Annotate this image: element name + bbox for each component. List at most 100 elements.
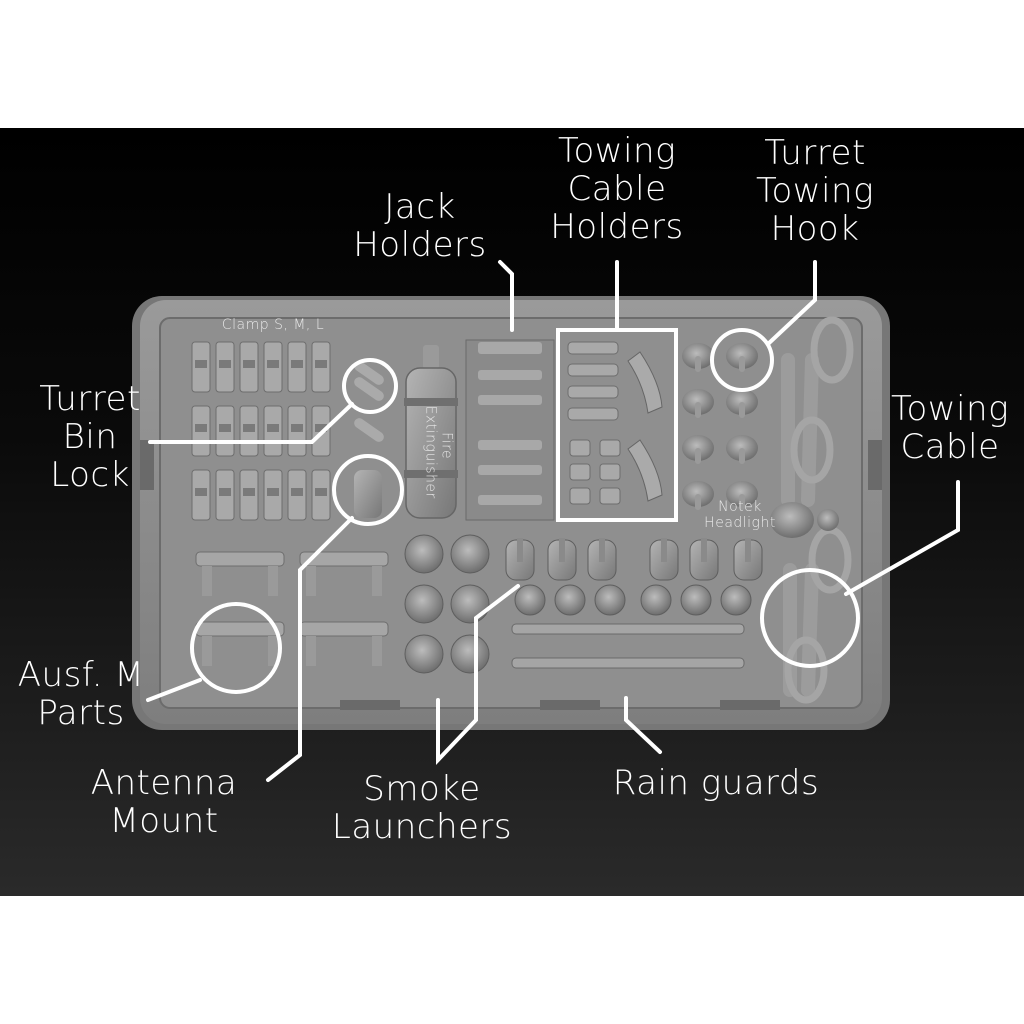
hook-part-stem — [695, 356, 701, 372]
clamp-part-detail — [195, 488, 207, 496]
cable-holder-part — [569, 463, 591, 481]
clamp-part-detail — [267, 360, 279, 368]
hook-part-stem — [739, 356, 745, 372]
cable-holder-part — [599, 487, 621, 505]
ausf-leader — [146, 678, 202, 702]
clamp-part-detail — [315, 360, 327, 368]
cable-holder-part — [569, 487, 591, 505]
bracket-leg — [372, 636, 382, 666]
clamp-part-detail — [267, 488, 279, 496]
smoke-launcher-cup — [450, 534, 490, 574]
hinge-pin — [745, 538, 751, 562]
bracket-leg — [202, 566, 212, 596]
cable-holder-part — [599, 439, 621, 457]
antenna-leader — [266, 516, 354, 782]
smoke-launchers-label: Smoke Launchers — [331, 769, 513, 848]
clamp-part-detail — [243, 424, 255, 432]
hook-part-stem — [695, 448, 701, 464]
bracket-leg — [372, 566, 382, 596]
clamp-part-detail — [291, 488, 303, 496]
clamp-part-detail — [219, 360, 231, 368]
antenna-mount-label: Antenna Mount — [90, 763, 238, 842]
hinge-pin — [661, 538, 667, 562]
smoke-launcher-cup — [404, 634, 444, 674]
towing-cable-holder-parts — [567, 341, 621, 505]
hook-part-stem — [739, 448, 745, 464]
clamp-part-detail — [219, 488, 231, 496]
cable-holder-part — [567, 407, 619, 421]
bin-lock-leader — [148, 402, 354, 444]
clamp-part-detail — [267, 424, 279, 432]
curved-parts — [627, 351, 663, 502]
cable-holder-part — [569, 439, 591, 457]
clamp-part-detail — [195, 360, 207, 368]
cable-holder-part — [567, 385, 619, 399]
clamp-part-detail — [291, 424, 303, 432]
cable-highlight-circle — [760, 568, 860, 668]
smoke-launchers-leader — [436, 584, 520, 766]
hook-highlight-circle — [710, 328, 774, 392]
fire-extinguisher-part — [404, 345, 458, 519]
hook-part-stem — [739, 494, 745, 510]
small-cup-part — [720, 584, 752, 616]
smoke-launcher-cup — [450, 634, 490, 674]
hinge-pin — [559, 538, 565, 562]
bracket-part — [299, 551, 389, 567]
notek-headlight-part — [770, 502, 839, 538]
smoke-launcher-cup — [450, 584, 490, 624]
rain-guards-label: Rain guards — [612, 763, 820, 803]
turret-towing-hook-label: Turret Towing Hook — [756, 133, 874, 250]
jack-holders-leader — [498, 260, 514, 332]
small-cup-part — [680, 584, 712, 616]
hinge-plate-parts — [505, 538, 763, 581]
clamp-part-detail — [243, 360, 255, 368]
smoke-launcher-cup — [404, 584, 444, 624]
rain-guard-parts — [511, 623, 745, 669]
ausf-highlight-circle — [190, 602, 282, 694]
small-cup-part — [514, 584, 546, 616]
turret-bin-lock-part — [354, 361, 384, 442]
antenna-highlight-circle — [332, 454, 404, 526]
turret-towing-hook-parts — [682, 343, 758, 510]
small-cup-part — [640, 584, 672, 616]
hook-part-stem — [695, 494, 701, 510]
hook-part-stem — [695, 402, 701, 418]
bracket-leg — [306, 636, 316, 666]
fire-extinguisher-label: Fire Extinguisher — [423, 405, 455, 499]
bracket-leg — [202, 636, 212, 666]
bracket-leg — [306, 566, 316, 596]
clamp-part-detail — [195, 424, 207, 432]
clamp-part-detail — [219, 424, 231, 432]
small-cup-part — [554, 584, 586, 616]
clamp-part-detail — [315, 488, 327, 496]
clamp-label: Clamp S, M, L — [221, 317, 325, 333]
cable-holder-part — [567, 363, 619, 377]
hook-leader — [766, 260, 817, 346]
cable-holder-part — [599, 463, 621, 481]
clamp-part-detail — [243, 488, 255, 496]
ausf-m-parts-label: Ausf. M Parts — [17, 655, 145, 734]
callout-highlights — [190, 328, 860, 694]
notek-headlight-label: Notek Headlight — [704, 499, 776, 531]
towing-cable-holders-label: Towing Cable Holders — [550, 131, 684, 248]
jack-holders-label: Jack Holders — [353, 187, 487, 266]
hinge-pin — [599, 538, 605, 562]
bracket-part — [299, 621, 389, 637]
callout-leaders — [146, 260, 960, 782]
smoke-launcher-parts — [404, 534, 752, 674]
cable-holder-part — [567, 341, 619, 355]
rain-guards-leader — [624, 696, 662, 754]
ausf-m-bracket-parts — [195, 551, 389, 666]
hinge-pin — [517, 538, 523, 562]
antenna-mount-part — [354, 470, 382, 518]
small-cup-part — [594, 584, 626, 616]
hinge-pin — [701, 538, 707, 562]
jack-holder-parts — [465, 339, 555, 521]
bracket-leg — [268, 566, 278, 596]
smoke-launcher-cup — [404, 534, 444, 574]
turret-bin-lock-label: Turret Bin Lock — [39, 379, 141, 496]
bin-lock-highlight-circle — [342, 358, 398, 414]
hook-part-stem — [739, 402, 745, 418]
bracket-leg — [268, 636, 278, 666]
